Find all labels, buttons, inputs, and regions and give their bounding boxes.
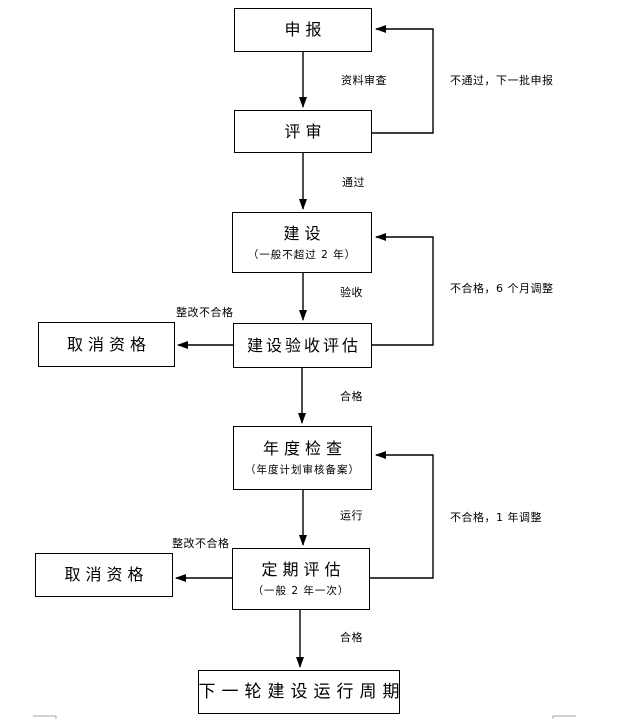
edge-label-pass: 通过 <box>342 176 365 189</box>
node-construction: 建设 （一般不超过 2 年） <box>232 212 372 273</box>
edge-label-operation: 运行 <box>340 509 363 522</box>
page-corner-mark-bottom-right <box>552 715 576 719</box>
node-next-cycle: 下一轮建设运行周期 <box>198 670 400 714</box>
node-declaration: 申报 <box>234 8 372 52</box>
node-acceptance-evaluation: 建设验收评估 <box>233 323 372 368</box>
node-construction-label: 建设 <box>283 223 326 243</box>
node-periodic-evaluation: 定期评估 （一般 2 年一次） <box>232 548 370 610</box>
node-annual-inspection-label: 年度检查 <box>262 439 347 458</box>
page-corner-mark-bottom-left <box>33 715 57 719</box>
node-disqualify-2-label: 取消资格 <box>64 565 149 584</box>
feedback-review-to-declaration <box>372 25 434 134</box>
node-disqualify-1: 取消资格 <box>38 322 175 367</box>
edge-label-material-review: 资料审查 <box>341 74 387 87</box>
edge-label-qualified-2: 合格 <box>340 631 363 644</box>
flow-arrows <box>175 25 434 668</box>
node-disqualify-1-label: 取消资格 <box>66 334 151 354</box>
edge-label-qualified-1: 合格 <box>340 390 363 403</box>
edge-label-acceptance: 验收 <box>340 286 363 299</box>
node-disqualify-2: 取消资格 <box>35 553 173 597</box>
edge-label-fail-6-months: 不合格，6 个月调整 <box>450 282 554 295</box>
node-next-cycle-label: 下一轮建设运行周期 <box>198 682 406 702</box>
feedback-periodic-to-annual <box>370 451 434 579</box>
feedback-acceptance-to-construction <box>372 233 434 346</box>
node-acceptance-evaluation-label: 建设验收评估 <box>246 335 361 355</box>
node-annual-inspection: 年度检查 （年度计划审核备案） <box>233 426 372 490</box>
node-review: 评审 <box>234 110 372 153</box>
node-annual-inspection-sublabel: （年度计划审核备案） <box>245 464 360 476</box>
edge-label-rectify-fail-2: 整改不合格 <box>172 537 230 550</box>
edge-label-fail-1-year: 不合格，1 年调整 <box>450 511 542 524</box>
node-periodic-evaluation-label: 定期评估 <box>261 560 346 579</box>
node-construction-sublabel: （一般不超过 2 年） <box>247 248 357 261</box>
node-declaration-label: 申报 <box>284 20 327 39</box>
node-review-label: 评审 <box>284 121 327 141</box>
page-margin-marks <box>33 715 576 719</box>
edge-label-rectify-fail-1: 整改不合格 <box>176 306 234 319</box>
node-periodic-evaluation-sublabel: （一般 2 年一次） <box>252 585 350 597</box>
edge-label-fail-next-batch: 不通过，下一批申报 <box>450 74 554 87</box>
